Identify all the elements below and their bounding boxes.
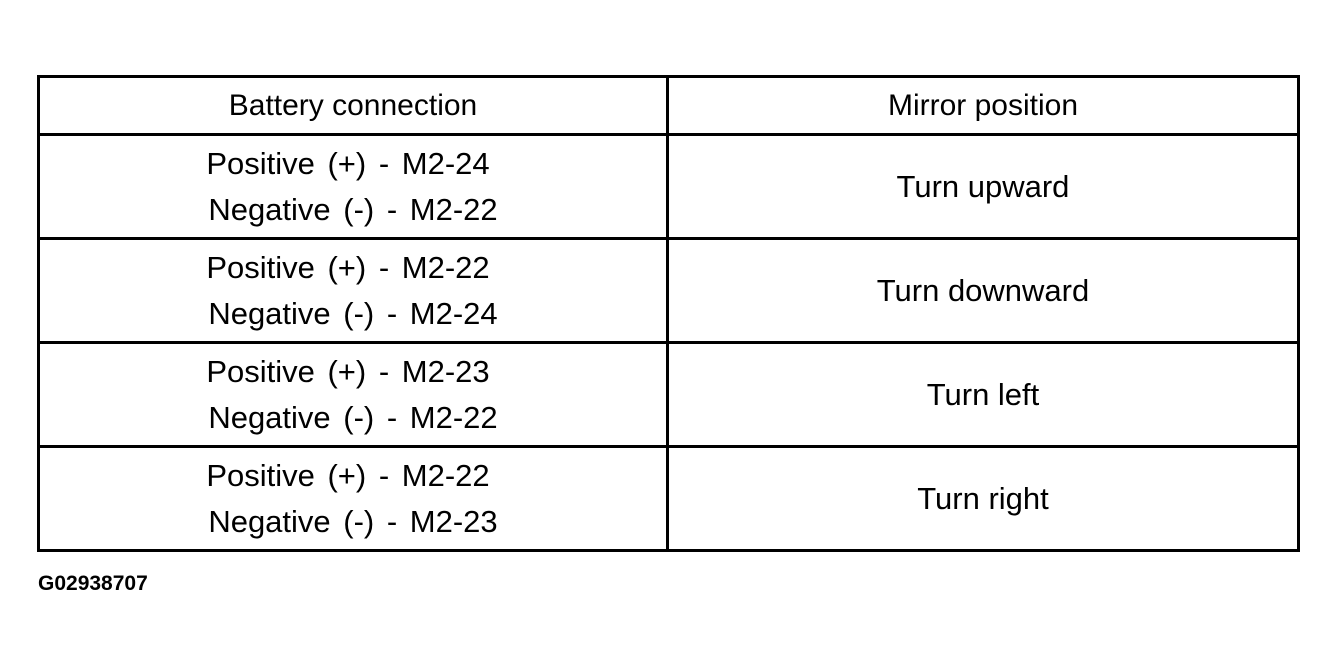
battery-mirror-table: Battery connection Mirror position Posit… [37, 75, 1300, 552]
battery-connection-cell: Positive (+) - M2-22 Negative (-) - M2-2… [37, 237, 669, 344]
table-row: Positive (+) - M2-23 Negative (-) - M2-2… [37, 341, 1300, 448]
negative-terminal: Negative (-) - M2-23 [208, 503, 498, 539]
table-row: Positive (+) - M2-22 Negative (-) - M2-2… [37, 445, 1300, 552]
mirror-position-cell: Turn left [666, 341, 1300, 448]
negative-terminal: Negative (-) - M2-24 [208, 295, 498, 331]
battery-connection-cell: Positive (+) - M2-24 Negative (-) - M2-2… [37, 133, 669, 240]
mirror-position-cell: Turn right [666, 445, 1300, 552]
figure-id: G02938707 [38, 572, 148, 595]
positive-terminal: Positive (+) - M2-22 [206, 249, 490, 285]
mirror-position-cell: Turn upward [666, 133, 1300, 240]
mirror-position-cell: Turn downward [666, 237, 1300, 344]
negative-terminal: Negative (-) - M2-22 [208, 191, 498, 227]
positive-terminal: Positive (+) - M2-22 [206, 457, 490, 493]
header-battery-connection: Battery connection [37, 75, 669, 136]
positive-terminal: Positive (+) - M2-23 [206, 353, 490, 389]
table-row: Positive (+) - M2-22 Negative (-) - M2-2… [37, 237, 1300, 344]
positive-terminal: Positive (+) - M2-24 [206, 145, 490, 181]
header-mirror-position: Mirror position [666, 75, 1300, 136]
negative-terminal: Negative (-) - M2-22 [208, 399, 498, 435]
table-header-row: Battery connection Mirror position [37, 75, 1300, 136]
battery-connection-cell: Positive (+) - M2-23 Negative (-) - M2-2… [37, 341, 669, 448]
table-row: Positive (+) - M2-24 Negative (-) - M2-2… [37, 133, 1300, 240]
battery-connection-cell: Positive (+) - M2-22 Negative (-) - M2-2… [37, 445, 669, 552]
